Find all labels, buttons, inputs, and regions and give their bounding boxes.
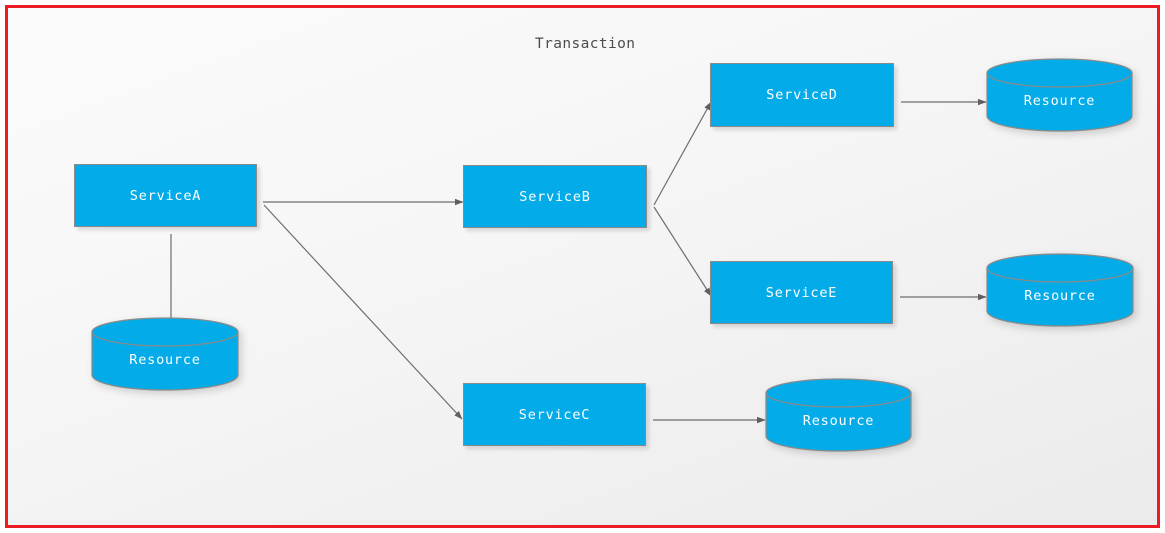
node-serviceb-label: ServiceB — [519, 188, 591, 205]
database-cylinder-icon — [91, 317, 239, 391]
node-resource-a-label: Resource — [129, 352, 201, 368]
node-resource-d[interactable]: Resource — [986, 58, 1133, 132]
database-cylinder-icon — [765, 378, 912, 452]
node-servicea[interactable]: ServiceA — [74, 164, 257, 227]
database-cylinder-icon — [986, 253, 1134, 327]
node-serviceb[interactable]: ServiceB — [463, 165, 647, 228]
node-resource-e-label: Resource — [1024, 288, 1096, 304]
node-servicee-label: ServiceE — [765, 284, 838, 301]
node-resource-c[interactable]: Resource — [765, 378, 912, 452]
diagram-surface: Transaction ServiceA ServiceB ServiceC S… — [8, 8, 1157, 525]
node-serviced-label: ServiceD — [766, 87, 838, 103]
node-servicea-label: ServiceA — [129, 187, 202, 204]
node-serviced[interactable]: ServiceD — [710, 63, 894, 127]
node-servicee[interactable]: ServiceE — [710, 261, 893, 324]
node-resource-d-label: Resource — [1023, 93, 1096, 109]
node-resource-c-label: Resource — [802, 413, 875, 429]
edge-serviceb-to-servicee — [653, 206, 712, 297]
edge-serviceb-to-serviced — [653, 101, 712, 206]
node-servicec[interactable]: ServiceC — [463, 383, 646, 446]
edge-servicea-to-servicec — [263, 204, 463, 420]
diagram-canvas-frame: Transaction ServiceA ServiceB ServiceC S… — [5, 5, 1160, 528]
node-resource-e[interactable]: Resource — [986, 253, 1134, 327]
diagram-title: Transaction — [535, 36, 636, 52]
node-servicec-label: ServiceC — [518, 406, 591, 423]
database-cylinder-icon — [986, 58, 1133, 132]
edge-layer — [167, 98, 987, 424]
node-resource-a[interactable]: Resource — [91, 317, 239, 391]
